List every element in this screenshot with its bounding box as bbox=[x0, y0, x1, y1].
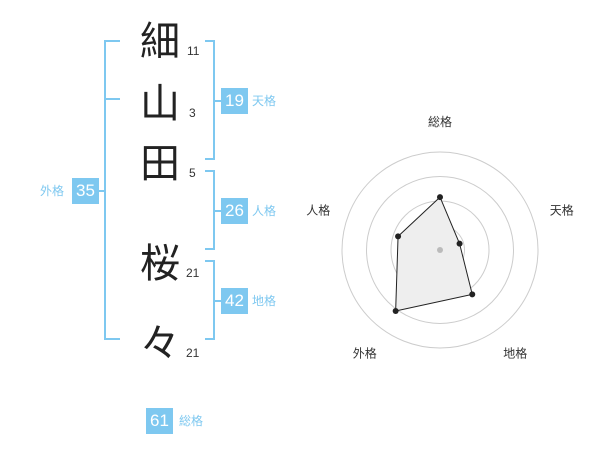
jinkaku-value: 26 bbox=[221, 198, 248, 224]
radar-axis-label-2: 地格 bbox=[503, 346, 527, 361]
name-char-2: 山 bbox=[140, 81, 180, 127]
soukaku-value: 61 bbox=[146, 408, 173, 434]
radar-grid bbox=[341, 151, 539, 349]
gaikaku-bracket-top bbox=[104, 40, 120, 42]
radar-point-2 bbox=[469, 291, 476, 298]
jinkaku-bracket-top bbox=[205, 170, 215, 172]
jinkaku-bracket-stub bbox=[213, 210, 221, 212]
jinkaku-label: 人格 bbox=[252, 204, 277, 218]
gaikaku-label: 外格 bbox=[40, 184, 65, 198]
chikaku-value: 42 bbox=[221, 288, 248, 314]
name-char-4: 桜 bbox=[140, 241, 180, 287]
radar-axis-label-4: 人格 bbox=[306, 202, 330, 217]
radar-center-dot bbox=[437, 247, 443, 253]
soukaku-label: 総格 bbox=[179, 414, 204, 428]
chikaku-bracket-bottom bbox=[205, 338, 215, 340]
tenkaku-bracket-stub bbox=[213, 100, 221, 102]
radar-point-4 bbox=[395, 233, 402, 240]
stroke-count-2: 3 bbox=[189, 106, 196, 120]
jinkaku-bracket-bottom bbox=[205, 248, 215, 250]
radar-axis-label-1: 天格 bbox=[550, 202, 574, 217]
radar-ring-2 bbox=[390, 200, 490, 300]
radar-point-1 bbox=[456, 240, 463, 247]
stroke-count-3: 5 bbox=[189, 166, 196, 180]
tenkaku-value: 19 bbox=[221, 88, 248, 114]
name-char-3: 田 bbox=[140, 141, 180, 187]
stroke-count-4: 21 bbox=[186, 266, 200, 280]
chikaku-bracket-stub bbox=[213, 300, 221, 302]
gaikaku-bracket-bottom bbox=[104, 338, 120, 340]
radar-ring-3 bbox=[366, 176, 514, 324]
radar-point-0 bbox=[437, 194, 443, 201]
tenkaku-bracket-top bbox=[205, 40, 215, 42]
tenkaku-bracket-bottom bbox=[205, 158, 215, 160]
chikaku-label: 地格 bbox=[252, 294, 277, 308]
name-char-5: 々 bbox=[140, 321, 180, 367]
gaikaku-bracket-mid bbox=[104, 98, 120, 100]
radar-polygon bbox=[395, 196, 473, 312]
stroke-count-1: 11 bbox=[187, 44, 200, 58]
radar-axis-label-3: 外格 bbox=[353, 346, 377, 361]
gaikaku-bracket-stub bbox=[98, 190, 106, 192]
radar-axis-label-0: 総格 bbox=[428, 114, 452, 129]
name-char-1: 細 bbox=[140, 19, 180, 65]
radar-point-3 bbox=[392, 308, 399, 315]
chikaku-bracket-top bbox=[205, 260, 215, 262]
radar-ring-1 bbox=[415, 225, 465, 275]
tenkaku-label: 天格 bbox=[252, 94, 277, 108]
gaikaku-value: 35 bbox=[72, 178, 99, 204]
radar-ring-4 bbox=[341, 151, 539, 349]
radar-points bbox=[392, 194, 476, 315]
stroke-count-5: 21 bbox=[186, 346, 200, 360]
